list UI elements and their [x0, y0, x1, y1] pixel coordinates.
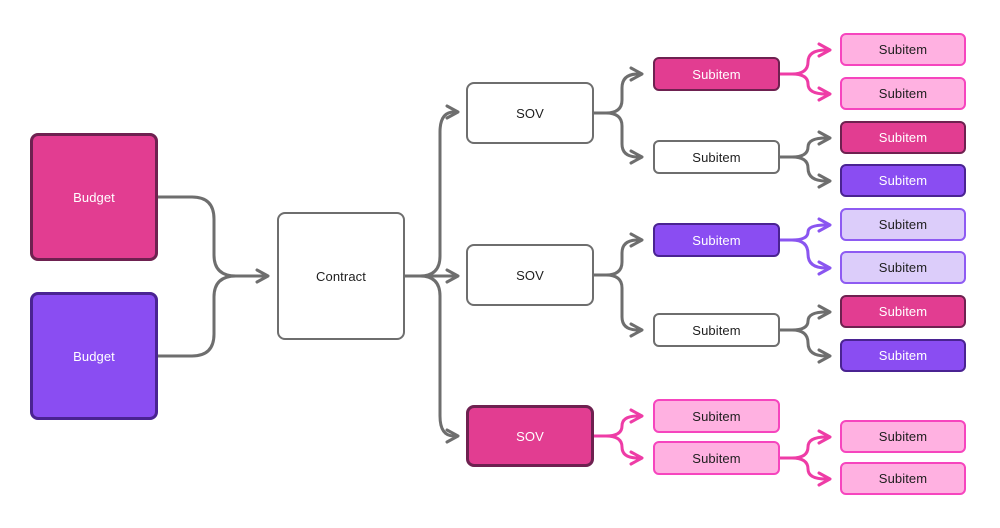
subitem6-fork-connector [778, 429, 832, 487]
budget-merge-connector [156, 195, 270, 358]
sov2-fork-connector [592, 232, 644, 338]
budget-node-pink: Budget [30, 133, 158, 261]
subitem-node-2-1: Subitem [840, 121, 966, 154]
subitem-node-1-2: Subitem [840, 77, 966, 110]
subitem4-fork-connector [778, 304, 832, 364]
sov-node-2: SOV [466, 244, 594, 306]
contract-split-connector [403, 104, 460, 444]
subitem-node-4: Subitem [653, 313, 780, 347]
subitem-node-6-1: Subitem [840, 420, 966, 453]
subitem-node-4-2: Subitem [840, 339, 966, 372]
budget-node-purple: Budget [30, 292, 158, 420]
subitem-node-6: Subitem [653, 441, 780, 475]
sov1-fork-connector [592, 66, 644, 165]
subitem-node-1-1: Subitem [840, 33, 966, 66]
subitem-node-3: Subitem [653, 223, 780, 257]
subitem-node-2-2: Subitem [840, 164, 966, 197]
subitem1-fork-connector [778, 42, 832, 102]
subitem-node-2: Subitem [653, 140, 780, 174]
subitem-node-4-1: Subitem [840, 295, 966, 328]
contract-node: Contract [277, 212, 405, 340]
subitem-node-3-2: Subitem [840, 251, 966, 284]
sov-node-1: SOV [466, 82, 594, 144]
sov-node-3: SOV [466, 405, 594, 467]
subitem-node-1: Subitem [653, 57, 780, 91]
subitem-node-3-1: Subitem [840, 208, 966, 241]
subitem2-fork-connector [778, 130, 832, 189]
sov3-fork-connector [592, 408, 644, 466]
subitem3-fork-connector [778, 217, 832, 276]
subitem-node-5: Subitem [653, 399, 780, 433]
subitem-node-6-2: Subitem [840, 462, 966, 495]
